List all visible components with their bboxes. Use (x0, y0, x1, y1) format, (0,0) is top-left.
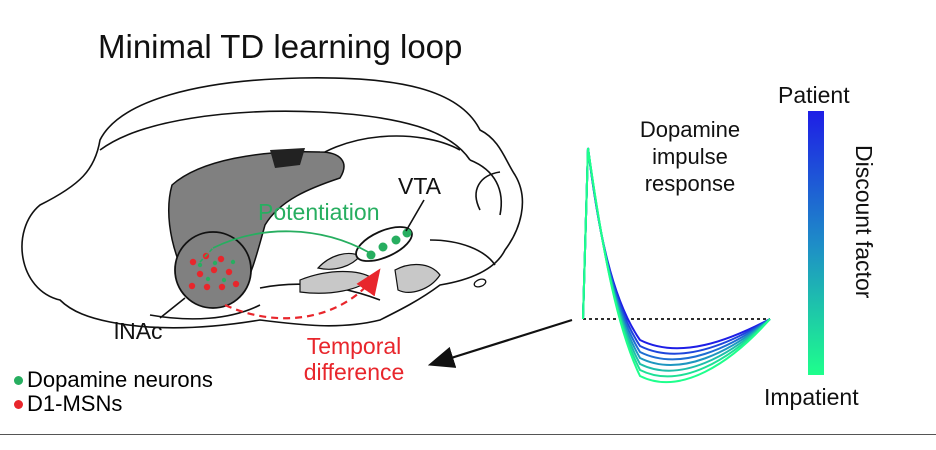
response-curve-7 (582, 147, 771, 384)
feedback-arrow (427, 318, 573, 368)
legend: Dopamine neurons D1-MSNs (14, 367, 213, 417)
brain-region-dark (270, 148, 305, 168)
dopamine-response-label: Dopamine impulse response (639, 117, 741, 196)
figure-title: Minimal TD learning loop (98, 28, 463, 65)
response-curves (582, 147, 771, 384)
dopamine-terminal-dots (197, 259, 236, 283)
inac-label: lNAc (114, 318, 163, 344)
inac-label-pointer (159, 297, 186, 319)
patient-label: Patient (778, 82, 850, 108)
d1-msn-dots (188, 252, 240, 291)
vta-label: VTA (398, 173, 442, 199)
vta-label-pointer (405, 199, 425, 232)
dopamine-response-chart (582, 147, 771, 384)
bottom-divider (0, 434, 936, 435)
potentiation-projection (212, 230, 371, 254)
potentiation-label: Potentiation (258, 199, 380, 225)
impatient-label: Impatient (764, 384, 859, 410)
legend-item-dopamine: Dopamine neurons (14, 367, 213, 392)
discount-factor-label: Discount factor (851, 145, 877, 299)
brain-small-oval (473, 278, 487, 288)
dopamine-dot-icon (14, 375, 23, 385)
temporal-difference-arrow (224, 268, 381, 320)
discount-factor-colorbar (808, 111, 824, 375)
legend-label: D1-MSNs (27, 391, 123, 417)
green-projection-dashes (199, 247, 214, 263)
legend-label: Dopamine neurons (27, 367, 213, 392)
vta-region (355, 226, 413, 262)
brain-region-gray-vta-area (394, 264, 441, 293)
legend-item-d1-msn: D1-MSNs (14, 391, 213, 417)
msn-dot-icon (14, 399, 23, 409)
temporal-difference-label: Temporal difference (303, 333, 405, 386)
brain-region-gray-mid (316, 252, 361, 270)
